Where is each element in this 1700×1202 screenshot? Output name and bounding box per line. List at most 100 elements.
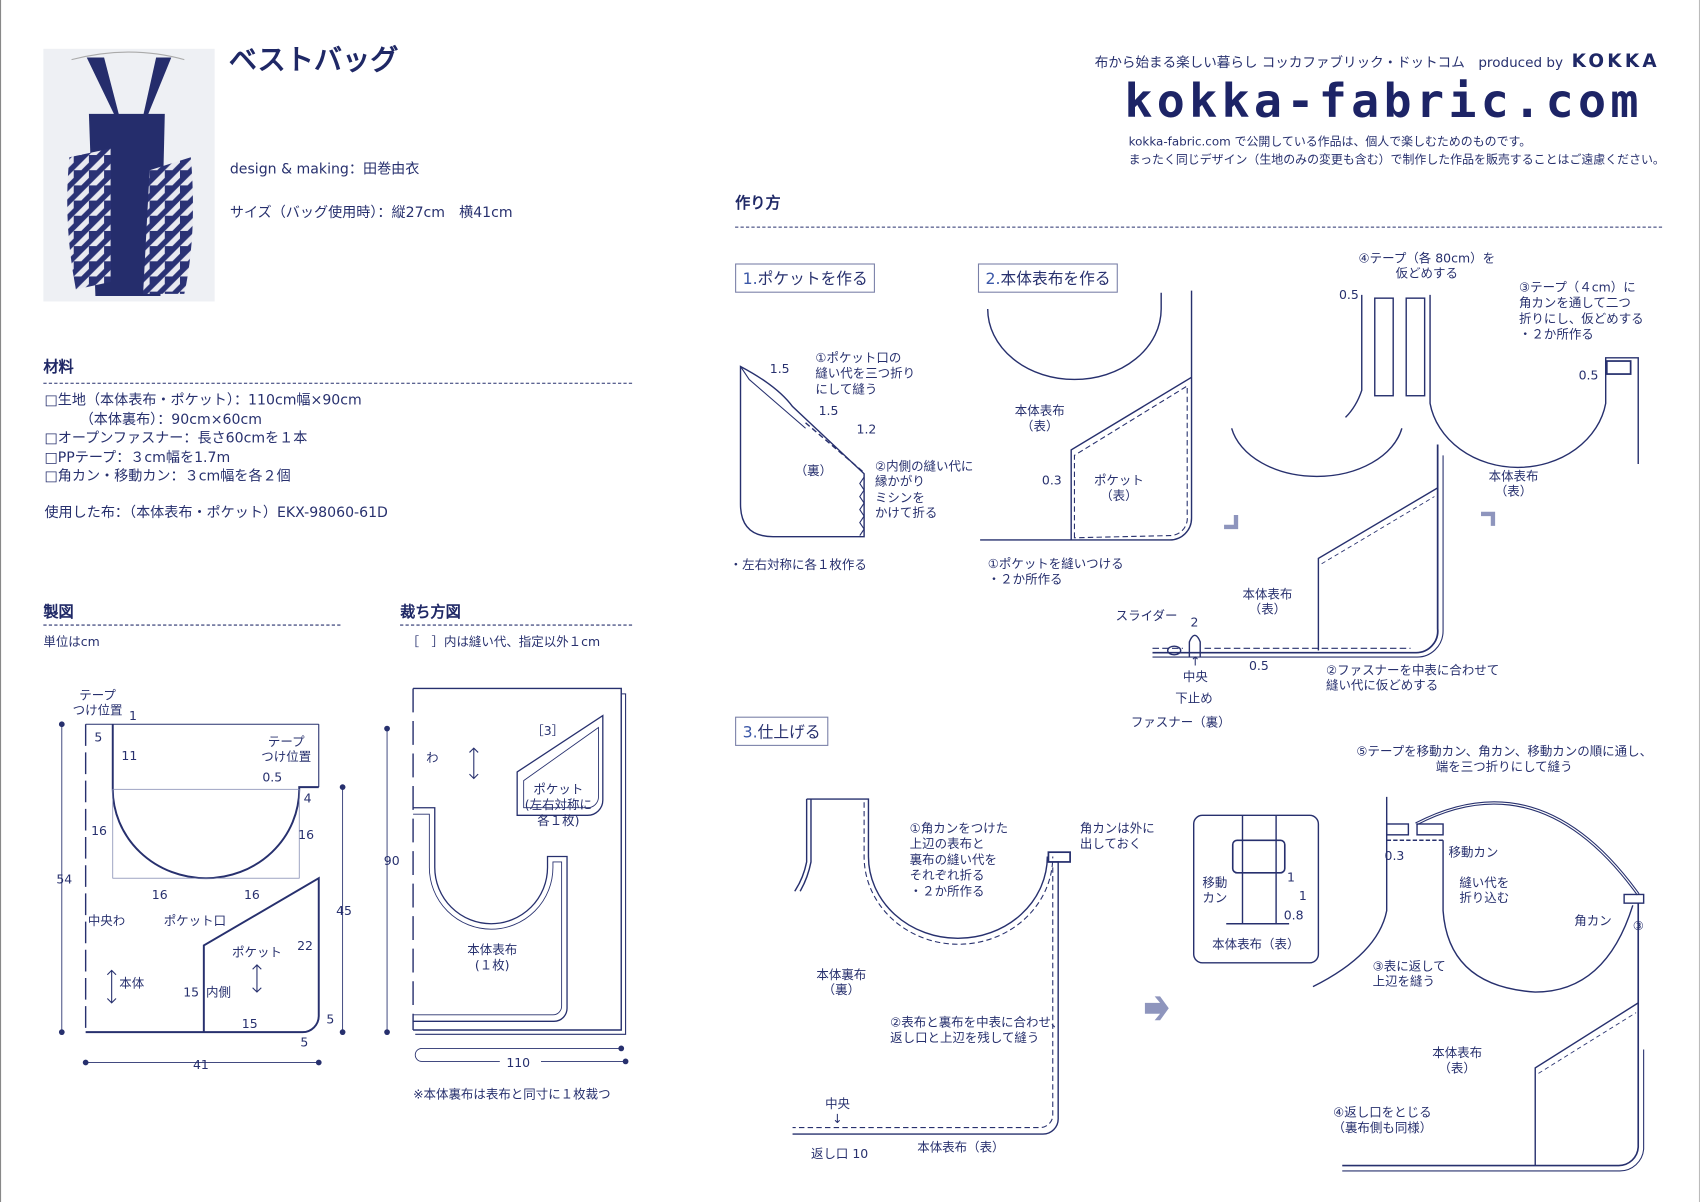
slider-label: スライダー — [1115, 608, 1178, 624]
design-credit: design & making：田巻由衣 — [229, 161, 420, 178]
page-title: ベストバッグ — [228, 44, 399, 77]
dimension-label: 16 — [298, 827, 315, 843]
dimension-label: 5 — [300, 1034, 309, 1050]
pocket-piece-label: ポケット (左右対称に 各１枚) — [524, 781, 592, 829]
dimension-label: 110 — [506, 1054, 531, 1071]
step-2-pocket-diagram — [980, 290, 1193, 541]
dimension-label: 5 — [94, 729, 103, 745]
instruction: ②表布と裏布を中表に合わせ、 返し口と上辺を残して縫う — [890, 1014, 1064, 1046]
body-label: 本体表布（表） — [917, 1139, 1005, 1155]
instruction: ③表に返して 上辺を縫う — [1372, 958, 1446, 990]
unit-note: 単位はcm — [43, 634, 100, 650]
square-ring-label: 角カン — [1574, 912, 1612, 929]
site-logo[interactable]: kokka-fabric.com — [1124, 74, 1643, 130]
dimension-label: 0.8 — [1283, 907, 1304, 923]
seam-allowance-note: ［ ］内は縫い代、指定以外１cm — [406, 634, 601, 650]
divider — [43, 382, 633, 384]
material-item: □生地（本体表布・ポケット）：110cm幅×90cm — [44, 392, 362, 409]
dimension-label: 0.5 — [1338, 287, 1359, 303]
instruction: ⑤テープを移動カン、角カン、移動カンの順に通し、 端を三つ折りにして縫う — [1356, 743, 1653, 775]
dimension-label: 1.5 — [818, 403, 839, 419]
slider-ring-label: 移動カン — [1448, 844, 1499, 860]
slider-ring-label: 移動 カン — [1202, 874, 1228, 906]
step-2-title: 2.本体表布を作る — [977, 263, 1119, 293]
turning-opening-label: 返し口 10 — [810, 1145, 869, 1162]
fabric-used: 使用した布：（本体表布・ポケット）EKX-98060-61D — [44, 505, 388, 522]
body-label: 本体表布（表） — [1212, 936, 1300, 952]
instruction: ④テープ（各 80cm）を 仮どめする — [1358, 250, 1496, 282]
pocket-opening-label: ポケット口 — [163, 912, 227, 929]
instruction: ①ポケットを縫いつける ・２か所作る — [987, 556, 1124, 587]
pocket-label: ポケット — [232, 944, 282, 960]
divider — [735, 226, 1663, 228]
tagline: 布から始まる楽しい暮らし コッカファブリック・ドットコム produced by — [1094, 54, 1564, 71]
materials-list: □生地（本体表布・ポケット）：110cm幅×90cm （本体裏布）：90cm×6… — [44, 391, 361, 486]
instruction: ④返し口をとじる （裏布側も同様） — [1332, 1104, 1433, 1136]
dimension-label: 0.5 — [1248, 658, 1269, 674]
dimension-label: 90 — [383, 853, 400, 869]
material-item: （本体裏布）：90cm×60cm — [44, 411, 262, 428]
bottom-stop-label: 下止め — [1175, 690, 1213, 706]
arrow-up-right-icon — [1475, 511, 1496, 532]
arrow-right-icon — [1144, 996, 1169, 1021]
step-2-body-diagram — [1152, 294, 1639, 658]
brand-row: 布から始まる楽しい暮らし コッカファブリック・ドットコム produced by… — [1095, 51, 1660, 73]
dimension-label: 1.5 — [769, 361, 790, 377]
tape-position-label: テープ つけ位置 — [261, 734, 312, 765]
instruction: ③テープ（４cm）に 角カンを通して二つ 折りにし、仮どめする ・２か所作る — [1518, 279, 1644, 342]
step-1-diagram — [739, 365, 865, 538]
divider — [400, 624, 633, 626]
instruction: ①角カンをつけた 上辺の表布と 裏布の縫い代を それぞれ折る ・２か所作る — [909, 820, 1009, 899]
material-item: □オープンファスナー：長さ60cmを１本 — [44, 430, 308, 447]
dimension-label: 54 — [56, 871, 73, 887]
body-label: 本体表布 （表） — [1242, 586, 1293, 618]
dimension-label: 1 — [129, 707, 137, 724]
dimension-label: 45 — [336, 903, 352, 919]
dimension-label: 0.5 — [262, 769, 283, 785]
step-arrows — [1144, 509, 1496, 1021]
size-info: サイズ（バッグ使用時）：縦27cm 横41cm — [229, 204, 513, 222]
notice-no-sale: まったく同じデザイン（生地のみの変更も含む）で制作した作品を販売することはご遠慮… — [1128, 152, 1665, 167]
zipper-label: ファスナー（裏） — [1130, 714, 1231, 730]
cutting-layout-diagram — [384, 687, 629, 1065]
dimension-label: 1.2 — [856, 421, 877, 437]
arrow-down-right-icon — [1218, 509, 1239, 530]
seam-allowance-label: ［3］ — [531, 723, 565, 739]
kokka-brand: KOKKA — [1571, 50, 1660, 73]
dimension-label: 16 — [243, 886, 260, 903]
tape-position-label: テープ つけ位置 — [72, 687, 123, 719]
material-item: □PPテープ：３cm幅を1.7m — [44, 449, 231, 466]
instruction: ②ファスナーを中表に合わせて 縫い代に仮どめする — [1325, 662, 1500, 694]
lining-label: 本体裏布 （裏） — [816, 967, 867, 998]
product-photo — [43, 48, 215, 302]
step-marker: ③ — [1632, 918, 1644, 934]
body-piece-label: 本体表布 (１枚) — [467, 942, 518, 973]
step-1-title: 1.ポケットを作る — [735, 263, 876, 293]
body-label: 本体表布 （表） — [1014, 403, 1065, 435]
center-fold-label: 中央わ — [87, 912, 126, 929]
cutting-heading: 裁ち方図 — [400, 603, 461, 622]
material-item: □角カン・移動カン：３cm幅を各２個 — [44, 468, 291, 486]
dimension-label: 41 — [192, 1057, 209, 1073]
note: ・左右対称に各１枚作る — [729, 557, 867, 573]
howto-heading: 作り方 — [735, 195, 781, 213]
dimension-label: 11 — [121, 748, 138, 764]
center-label: 中央 ↓ — [825, 1096, 851, 1127]
instruction: 角カンは外に 出しておく — [1079, 820, 1155, 852]
center-label: ↑ 中央 — [1182, 653, 1208, 685]
dimension-label: 1 — [1298, 887, 1307, 904]
instruction: ①ポケット口の 縫い代を三つ折り にして縫う — [815, 350, 916, 397]
pattern-heading: 製図 — [43, 603, 74, 622]
dimension-label: 0.3 — [1041, 472, 1062, 488]
step-3-title: 3.仕上げる — [735, 716, 829, 746]
step-3-lining-diagram — [792, 798, 1071, 1135]
inner-side-label: 内側 — [205, 984, 231, 1000]
dimension-label: 5 — [326, 1011, 335, 1027]
dimension-label: 4 — [303, 790, 312, 806]
fold-label: わ — [426, 750, 439, 766]
pattern-drafting-diagram — [58, 721, 346, 1066]
dimension-label: 2 — [1190, 614, 1199, 630]
pocket-label: ポケット （表） — [1093, 472, 1144, 504]
